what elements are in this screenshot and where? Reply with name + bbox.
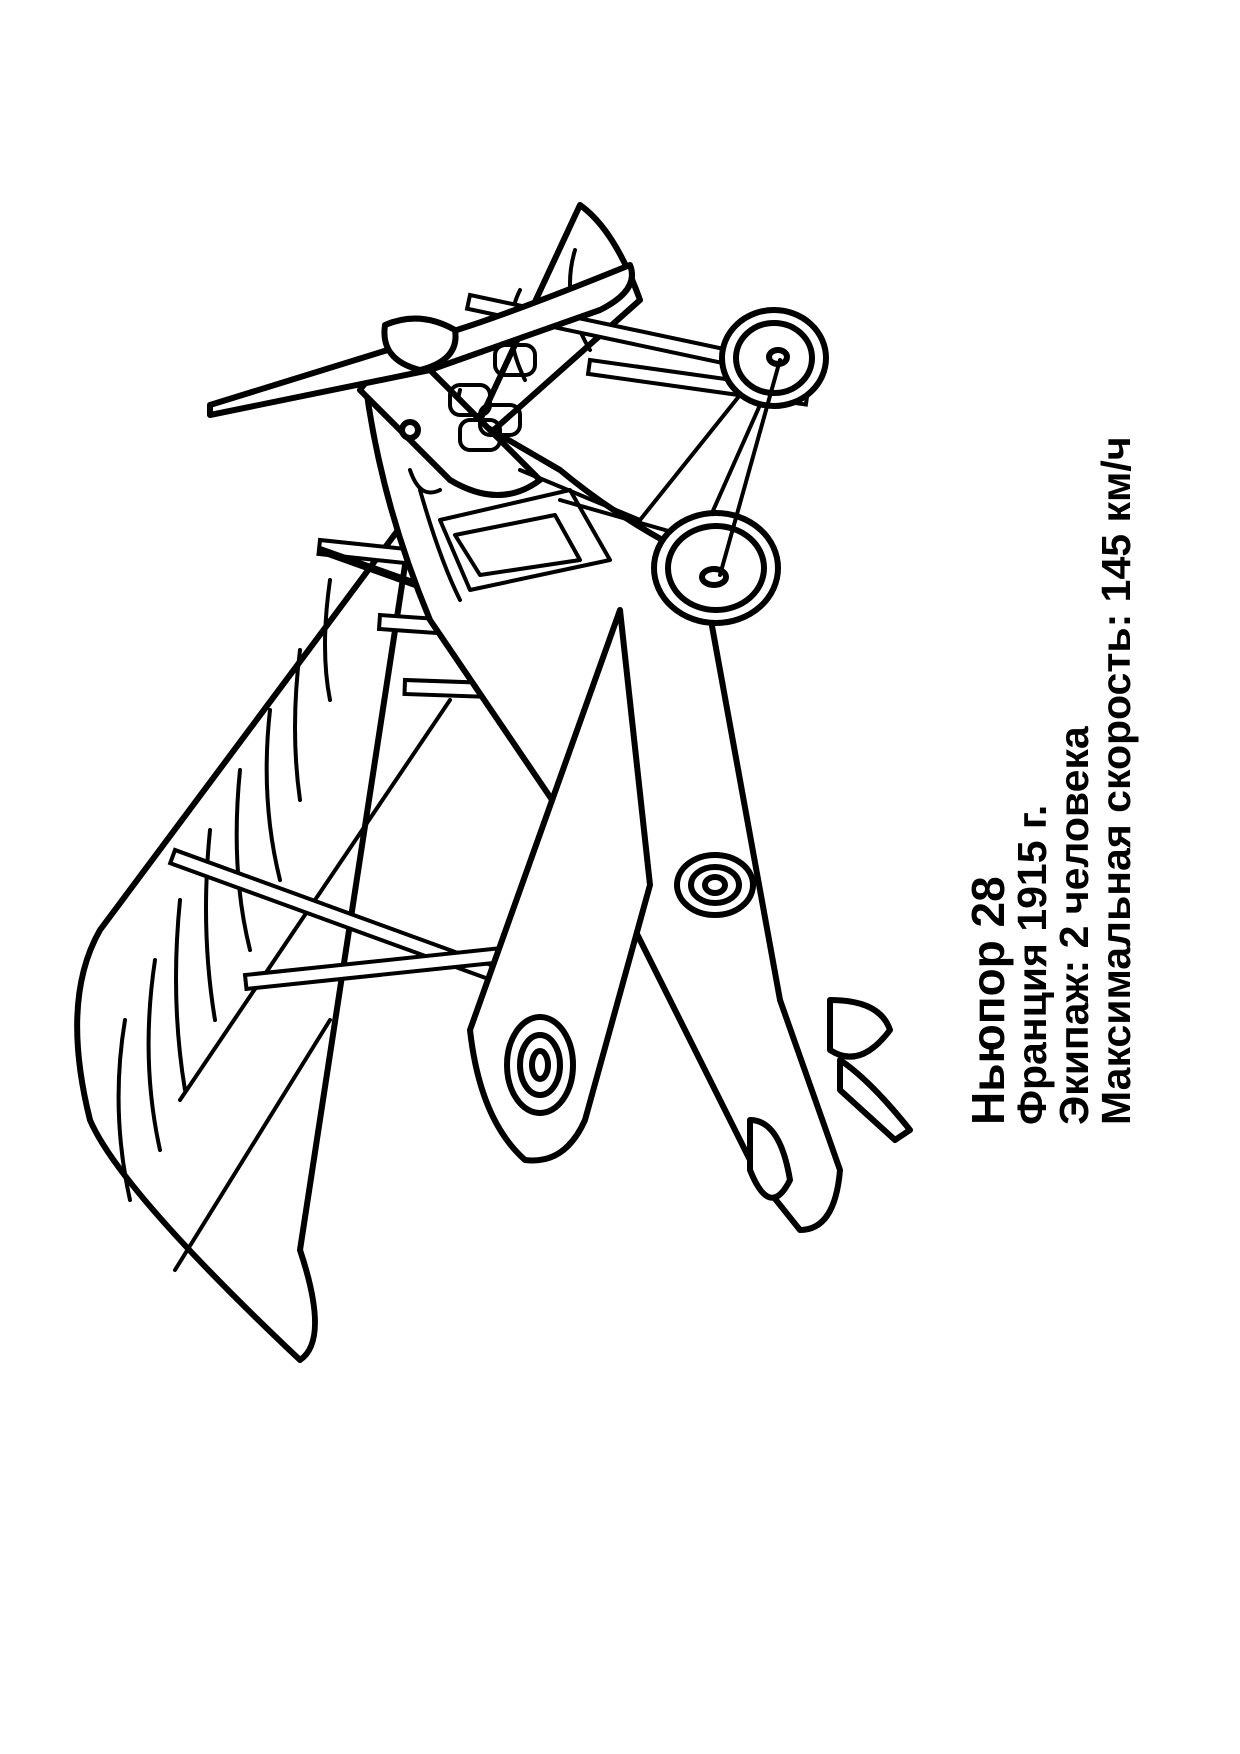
lower-wing [467,607,756,1164]
landing-gear [518,307,829,626]
aircraft-caption: Ньюпор 28 Франция 1915 г. Экипаж: 2 чело… [962,436,1139,1125]
aircraft-speed: Максимальная скорость: 145 км/ч [1092,436,1139,1125]
aircraft-title: Ньюпор 28 [962,876,1014,1125]
aircraft-crew: Экипаж: 2 человека [1050,726,1097,1125]
upper-wing [74,202,643,1363]
aircraft-country: Франция 1915 г. [1008,804,1055,1125]
propeller [207,262,635,418]
